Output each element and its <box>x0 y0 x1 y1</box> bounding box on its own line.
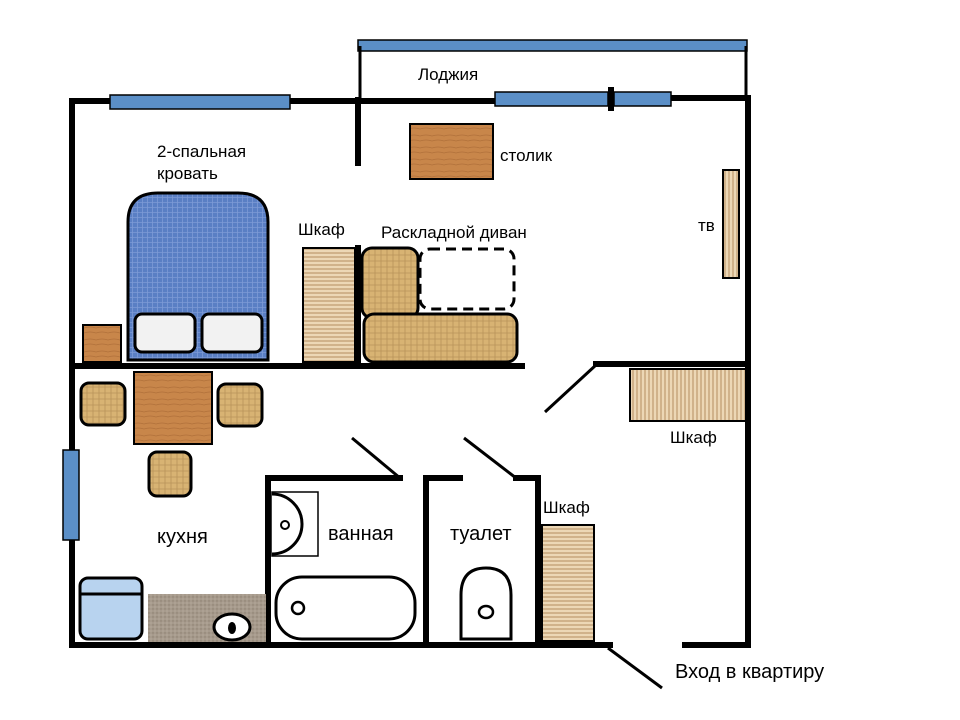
loggia-label: Лоджия <box>418 65 478 84</box>
dining-table <box>133 371 213 445</box>
kitchen-label: кухня <box>157 526 208 548</box>
nightstand <box>82 324 122 363</box>
bottom-wardrobe-label: Шкаф <box>543 498 590 517</box>
chair <box>147 450 193 498</box>
fridge <box>78 576 144 641</box>
chair <box>79 381 127 427</box>
window <box>109 94 291 110</box>
tv-label: тв <box>698 216 715 235</box>
loggia-window <box>357 39 748 52</box>
window <box>613 91 672 107</box>
hall-wardrobe-label: Шкаф <box>670 428 717 447</box>
stove-burner <box>228 622 236 634</box>
kitchen-window <box>62 449 80 541</box>
bathroom-label: ванная <box>328 523 394 545</box>
bathtub <box>274 575 417 641</box>
pillow <box>200 312 264 354</box>
bed-label-line1: 2-спальная <box>157 142 246 161</box>
tv <box>722 169 740 279</box>
bed-label-line2: кровать <box>157 164 218 183</box>
sofa-label: Раскладной диван <box>381 223 527 242</box>
chair <box>216 382 264 428</box>
coffee-table <box>409 123 494 180</box>
bottom-wardrobe <box>541 524 595 642</box>
toilet-bowl <box>477 604 495 620</box>
toilet <box>459 566 513 641</box>
sofa-unfolded-outline <box>418 247 516 311</box>
sofa-armrest <box>360 246 420 320</box>
sofa-base <box>362 312 519 364</box>
pillow <box>133 312 197 354</box>
window <box>494 91 609 107</box>
door-swing-line <box>351 436 401 480</box>
door-swing-line <box>543 363 598 414</box>
entrance-label: Вход в квартиру <box>675 661 824 683</box>
wardrobe-label: Шкаф <box>298 220 345 239</box>
toilet-label: туалет <box>450 523 512 545</box>
bathtub-drain <box>290 600 306 616</box>
door-swing-line <box>463 436 517 480</box>
hall-wardrobe <box>629 368 747 422</box>
sink-drain <box>280 520 290 530</box>
coffee-table-label: столик <box>500 146 553 165</box>
wardrobe <box>302 247 356 363</box>
door-swing-line <box>607 646 663 690</box>
